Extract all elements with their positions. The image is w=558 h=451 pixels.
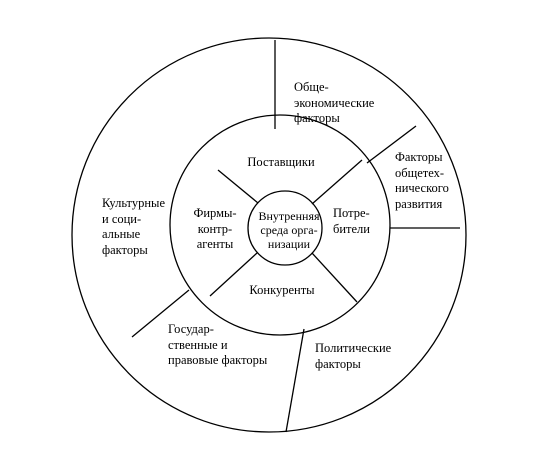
legal-label: Государ- ственные и правовые факторы — [168, 322, 267, 369]
divider-political-legal — [285, 328, 305, 433]
cultural-line-4: факторы — [102, 242, 148, 257]
spoke-nw — [217, 169, 259, 204]
contractors-line-1: Фирмы- — [193, 206, 237, 220]
consumers-line-2: бители — [333, 221, 370, 236]
spoke-sw — [209, 252, 258, 297]
core-circle — [247, 190, 323, 266]
technological-label: Факторы общетех- нического развития — [395, 150, 449, 212]
competitors-line-1: Конкуренты — [249, 283, 315, 297]
suppliers-label: Поставщики — [236, 155, 326, 171]
consumers-label: Потре- бители — [333, 206, 370, 237]
economic-label: Обще- экономические факторы — [294, 80, 374, 127]
contractors-label: Фирмы- контр- агенты — [185, 206, 245, 253]
technological-line-3: нического — [395, 181, 449, 195]
core-line-2: среда орга- — [260, 223, 318, 237]
economic-line-2: экономические — [294, 95, 375, 110]
cultural-line-3: альные — [102, 227, 141, 241]
contractors-line-3: агенты — [196, 237, 234, 251]
outer-ring — [71, 37, 467, 433]
consumers-line-1: Потре- — [333, 206, 370, 220]
political-line-1: Политические — [315, 341, 392, 355]
core-label: Внутренняя среда орга- низации — [253, 209, 325, 251]
legal-line-2: ственные и — [168, 337, 228, 352]
legal-line-1: Государ- — [168, 322, 214, 336]
divider-economic-tech — [366, 125, 417, 164]
economic-line-1: Обще- — [294, 80, 329, 94]
cultural-label: Культурные и соци- альные факторы — [102, 196, 165, 258]
technological-line-1: Факторы — [395, 150, 443, 164]
spoke-ne — [311, 159, 363, 205]
core-line-1: Внутренняя — [258, 209, 320, 223]
spoke-se — [311, 252, 358, 303]
political-label: Политические факторы — [315, 341, 391, 372]
divider-legal-cultural — [131, 289, 190, 338]
cultural-line-2: и соци- — [102, 211, 142, 226]
legal-line-3: правовые факторы — [168, 353, 268, 367]
core-line-3: низации — [267, 237, 311, 251]
competitors-label: Конкуренты — [236, 283, 328, 299]
economic-line-3: факторы — [294, 111, 340, 125]
contractors-line-2: контр- — [197, 221, 233, 236]
technological-line-4: развития — [395, 196, 443, 211]
technological-line-2: общетех- — [395, 165, 445, 180]
middle-ring — [169, 114, 391, 336]
suppliers-line-1: Поставщики — [247, 155, 315, 169]
cultural-line-1: Культурные — [102, 196, 165, 210]
political-line-2: факторы — [315, 356, 361, 371]
